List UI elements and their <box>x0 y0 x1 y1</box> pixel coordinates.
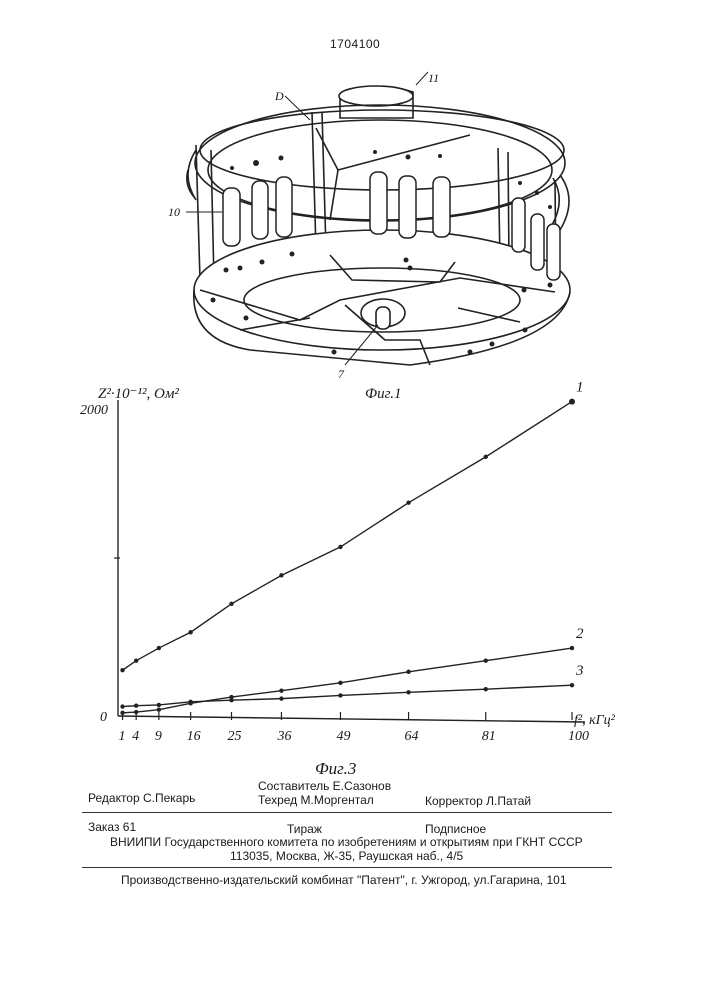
callout-11: 11 <box>428 71 439 85</box>
x-ticks: 149162536496481100 <box>114 558 589 744</box>
callout-10: 10 <box>168 205 180 219</box>
subscription-line: Подписное <box>425 822 486 836</box>
series-point-1 <box>188 630 192 634</box>
series-point-3 <box>134 704 138 708</box>
series-point-2 <box>338 681 342 685</box>
series-point-3 <box>570 683 574 687</box>
circulation-line: Тираж <box>287 822 322 836</box>
series-point-3 <box>120 704 124 708</box>
series-point-2 <box>157 707 161 711</box>
figure1-caption: Фиг.1 <box>365 386 401 402</box>
callout-7: 7 <box>338 367 345 381</box>
series-point-1 <box>120 668 124 672</box>
series-point-2 <box>120 711 124 715</box>
x-tick-label: 64 <box>405 729 419 744</box>
callout-D: D <box>274 89 284 103</box>
series-point-1 <box>406 501 410 505</box>
vniipi-line: ВНИИПИ Государственного комитета по изоб… <box>110 835 583 849</box>
series-point-1 <box>229 602 233 606</box>
series-point-3 <box>229 698 233 702</box>
address-line: 113035, Москва, Ж-35, Раушская наб., 4/5 <box>230 849 463 863</box>
series-point-1 <box>484 455 488 459</box>
editor-line: Редактор С.Пекарь <box>88 791 195 805</box>
x-tick-label: 36 <box>276 729 291 744</box>
y-axis-label: Z²·10⁻¹², Ом² <box>98 386 179 402</box>
chart-axes <box>118 400 585 722</box>
series-label-2: 2 <box>576 626 584 642</box>
publisher-line: Производственно-издательский комбинат "П… <box>121 873 567 887</box>
proofreader-line: Корректор Л.Патай <box>425 794 531 808</box>
series-point-2 <box>570 646 574 650</box>
series-point-3 <box>484 687 488 691</box>
divider-top <box>82 812 612 813</box>
series-point-1 <box>134 659 138 663</box>
series-point-1 <box>279 573 283 577</box>
divider-bottom <box>82 867 612 868</box>
series-line-1 <box>123 402 572 671</box>
series-point-2 <box>484 659 488 663</box>
figure3-caption: Фиг.3 <box>315 759 356 778</box>
techred-line: Техред М.Моргентал <box>258 793 374 807</box>
x-tick-label: 81 <box>482 729 496 744</box>
series-label-3: 3 <box>575 663 584 679</box>
x-tick-label: 49 <box>336 729 350 744</box>
series-point-1 <box>157 646 161 650</box>
series-point-2 <box>279 689 283 693</box>
series-point-1 <box>569 399 575 405</box>
x-tick-label: 9 <box>155 729 162 744</box>
series-point-2 <box>406 670 410 674</box>
series-point-2 <box>134 710 138 714</box>
figure3-chart: 149162536496481100 123 Z²·10⁻¹², Ом² 200… <box>80 380 616 778</box>
x-tick-label: 100 <box>568 729 589 744</box>
y-tick-2000: 2000 <box>80 403 108 418</box>
x-tick-label: 4 <box>132 729 139 744</box>
series-point-3 <box>157 703 161 707</box>
y-tick-0: 0 <box>100 710 107 725</box>
series-point-3 <box>279 696 283 700</box>
compiler-line: Составитель Е.Сазонов <box>258 779 391 793</box>
x-axis <box>118 716 585 722</box>
series-point-1 <box>338 545 342 549</box>
x-tick-label: 25 <box>228 729 242 744</box>
order-line: Заказ 61 <box>88 820 136 834</box>
series-layer: 1 2 3 <box>120 380 584 715</box>
x-axis-label: f², кГц² <box>574 713 616 728</box>
series-point-3 <box>406 690 410 694</box>
x-tick-label: 1 <box>119 729 126 744</box>
series-point-3 <box>188 700 192 704</box>
x-tick-label: 16 <box>187 729 201 744</box>
series-point-3 <box>338 693 342 697</box>
series-label-1: 1 <box>576 380 584 396</box>
